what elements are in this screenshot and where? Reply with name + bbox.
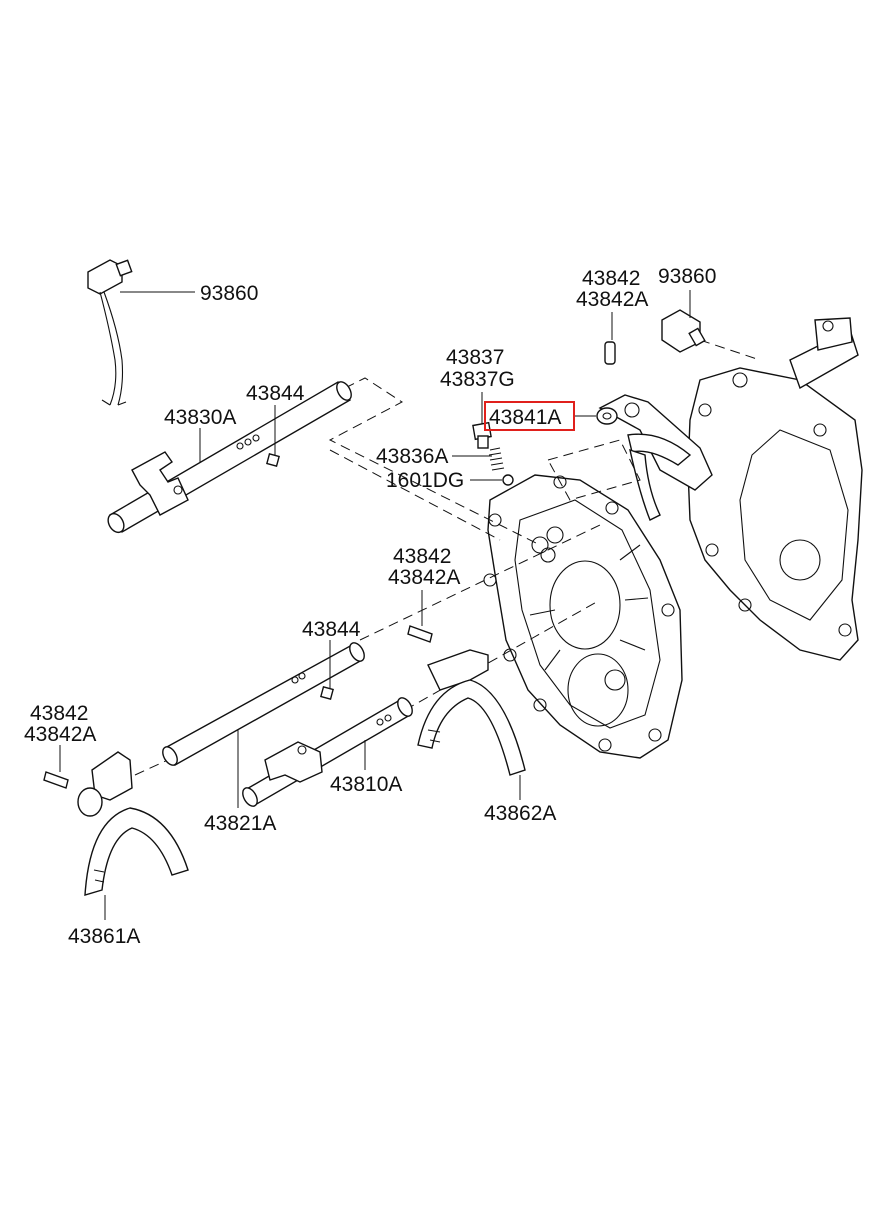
shift-rail-43810A: [242, 697, 413, 807]
switch-93860-right: [661, 309, 706, 353]
shift-fork-43862A: [417, 649, 526, 776]
label-43844-middle: 43844: [302, 618, 361, 641]
label-1601DG: 1601DG: [386, 469, 464, 492]
label-43836A: 43836A: [376, 445, 448, 468]
label-43861A: 43861A: [68, 925, 140, 948]
part-labels: 93860 43842 43842A 93860 43837 43837G 43…: [24, 265, 716, 948]
transmission-case: [683, 317, 863, 661]
label-43842-left: 43842: [30, 702, 88, 725]
label-43821A: 43821A: [204, 812, 276, 835]
washer-43841A: [596, 407, 618, 425]
label-43842A-middle: 43842A: [388, 566, 460, 589]
label-43830A: 43830A: [164, 406, 236, 429]
detent-parts: [472, 421, 514, 486]
label-43810A: 43810A: [330, 773, 402, 796]
shift-fork-43861A: [43, 751, 189, 896]
label-43842A-top-right: 43842A: [576, 288, 648, 311]
label-43844-upper: 43844: [246, 382, 305, 405]
pin-middle: [320, 625, 433, 700]
pin-top-right: [604, 341, 616, 365]
fork-plate: [598, 394, 713, 521]
center-housing: [483, 474, 683, 759]
label-43837: 43837: [446, 346, 504, 369]
shift-rail-43830A: [107, 381, 352, 534]
label-43841A: 43841A: [489, 406, 561, 429]
label-43842-top-right: 43842: [582, 267, 640, 290]
label-43837G: 43837G: [440, 368, 515, 391]
highlight-box: [484, 401, 575, 431]
leader-lines: [59, 290, 691, 920]
label-43842A-left: 43842A: [24, 723, 96, 746]
switch-93860-left: [87, 259, 133, 406]
shift-rail-43821A: [162, 642, 365, 766]
label-93860-left: 93860: [200, 282, 258, 305]
label-93860-right: 93860: [658, 265, 716, 288]
label-43842-middle: 43842: [393, 545, 451, 568]
label-43862A: 43862A: [484, 802, 556, 825]
